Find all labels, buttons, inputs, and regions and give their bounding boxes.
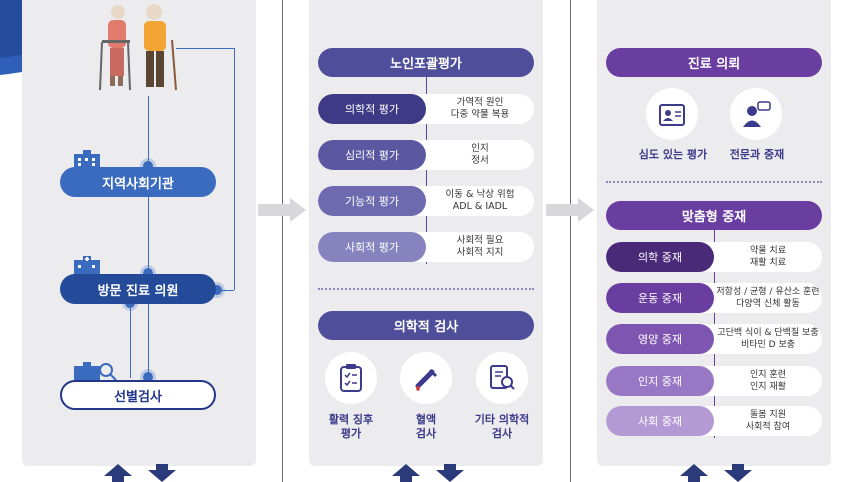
dropper-blood-icon — [415, 368, 438, 391]
section-divider — [606, 181, 822, 183]
detail-line: 돌봄 지원 — [750, 410, 786, 420]
detail-line: 사회적 필요 — [456, 235, 504, 246]
consult-circle — [646, 88, 698, 140]
hospital-building-icon — [74, 256, 100, 276]
detail-line: 인지 재활 — [750, 382, 786, 392]
connector-line — [148, 96, 149, 394]
detail-line: 재활 치료 — [750, 258, 786, 268]
detail-line: ADL & IADL — [452, 201, 508, 212]
exam-circle — [476, 352, 528, 404]
detail-line: 정서 — [471, 155, 489, 166]
detail-line: 인지 훈련 — [750, 370, 786, 380]
up-arrow-icon — [104, 464, 132, 482]
connector-node — [212, 285, 222, 295]
connector-line — [130, 300, 131, 378]
detail-line: 사회적 지지 — [456, 247, 504, 258]
consult-caption: 전문과 중재 — [729, 148, 785, 161]
flow-arrow-right-icon — [258, 198, 306, 222]
medical-exam-title-pill: 의학적 검사 — [318, 311, 534, 340]
intervention-label: 의학 중재 — [606, 242, 714, 272]
clipboard-checklist-icon — [340, 364, 362, 392]
connector-node — [143, 161, 153, 171]
visit-clinic-pill[interactable]: 방문 진료 의원 — [60, 274, 216, 304]
connector-line — [218, 290, 234, 291]
detail-line: 인지 — [471, 143, 489, 154]
detail-line: 약물 치료 — [750, 246, 786, 256]
divider-2 — [570, 0, 571, 482]
detail-line: 사회적 참여 — [745, 422, 791, 432]
detail-line: 고단백 식이 & 단백질 보충 — [717, 328, 819, 338]
intervention-label: 운동 중재 — [606, 283, 714, 313]
cga-title-pill: 노인포괄평가 — [318, 48, 534, 77]
screening-pill[interactable]: 선별검사 — [60, 380, 216, 410]
building-icon — [74, 150, 100, 170]
detail-line: 저항성 / 균형 / 유산소 훈련 — [716, 287, 820, 297]
exam-circle — [400, 352, 452, 404]
section-divider — [318, 288, 534, 290]
consult-title-pill: 진료 의뢰 — [606, 48, 822, 77]
detail-line: 이동 & 낙상 위험 — [445, 189, 515, 200]
consult-caption: 심도 있는 평가 — [638, 148, 708, 161]
detail-line: 가역적 원인 — [456, 97, 504, 108]
consult-circle — [730, 88, 782, 140]
down-arrow-icon — [148, 464, 176, 482]
connector-line — [426, 77, 427, 264]
patient-record-icon — [659, 104, 685, 126]
connector-node — [143, 372, 153, 382]
connector-line — [176, 48, 234, 49]
detail-line: 비타민 D 보충 — [740, 340, 796, 350]
community-institution-pill[interactable]: 지역사회기관 — [60, 167, 216, 197]
detail-line: 다양역 신체 활동 — [736, 299, 800, 309]
down-arrow-icon — [436, 464, 464, 482]
doctor-speech-icon — [743, 101, 771, 127]
document-search-icon — [490, 365, 515, 390]
assessment-label: 의학적 평가 — [318, 94, 426, 124]
screening-building-icon — [74, 362, 117, 382]
detail-line: 다중 약물 복용 — [450, 109, 510, 120]
assessment-label: 사회적 평가 — [318, 232, 426, 262]
assessment-label: 심리적 평가 — [318, 140, 426, 170]
up-arrow-icon — [680, 464, 708, 482]
connector-line — [234, 48, 235, 290]
divider-1 — [282, 0, 283, 482]
intervention-label: 영양 중재 — [606, 324, 714, 354]
down-arrow-icon — [724, 464, 752, 482]
assessment-label: 기능적 평가 — [318, 186, 426, 216]
elderly-couple-illustration — [99, 4, 177, 91]
exam-circle — [325, 352, 377, 404]
up-arrow-icon — [392, 464, 420, 482]
connector-node — [143, 268, 153, 278]
custom-intervention-title-pill: 맞춤형 중재 — [606, 201, 822, 230]
flow-arrow-right-icon — [546, 198, 594, 222]
intervention-label: 사회 중재 — [606, 406, 714, 436]
intervention-label: 인지 중재 — [606, 366, 714, 396]
